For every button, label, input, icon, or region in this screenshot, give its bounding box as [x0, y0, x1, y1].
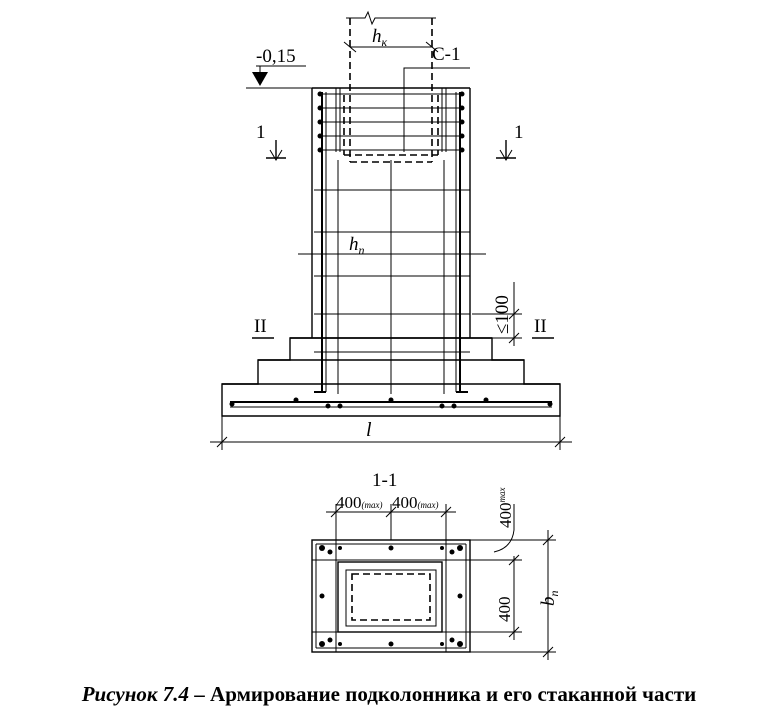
caption-label: Рисунок 7.4 — [81, 682, 190, 706]
dim-right-side: 400max 400 bп — [470, 488, 561, 660]
pedestal — [311, 87, 471, 338]
bp-label: bп — [538, 591, 561, 607]
section-2-marks: II II — [252, 316, 554, 339]
dim-le100: ≤100 — [472, 282, 522, 346]
dim-400-max: 400max — [496, 488, 515, 529]
dim-400-a: 400(max) — [336, 493, 383, 512]
vertical-rebars — [314, 92, 468, 394]
c1-callout: С-1 — [403, 44, 470, 152]
c1-label: С-1 — [432, 44, 461, 65]
figure-caption: Рисунок 7.4 – Армирование подколонника и… — [0, 680, 778, 708]
section-1-left-label: 1 — [256, 122, 266, 143]
cup-outline — [337, 561, 443, 633]
column-outline — [343, 10, 439, 163]
level-mark: -0,15 — [246, 46, 314, 89]
section-1-marks: 1 1 — [256, 122, 524, 161]
level-label: -0,15 — [256, 46, 296, 67]
caption-text: Армирование подколонника и его стаканной… — [210, 682, 697, 706]
front-view: hк С-1 -0,15 1 1 — [210, 10, 572, 450]
dim-hk: hк — [343, 26, 439, 53]
horizontal-ties — [298, 189, 486, 353]
section-2-left-label: II — [254, 316, 267, 337]
dim-400-side: 400 — [495, 597, 514, 623]
slab-mesh — [229, 397, 553, 409]
section-1-right-label: 1 — [514, 122, 524, 143]
caption-dash: – — [189, 682, 211, 706]
hk-label: hк — [372, 26, 388, 49]
l-label: l — [366, 419, 372, 441]
column-plan-dashed — [351, 573, 431, 621]
section-title: 1-1 — [372, 470, 397, 491]
plan-bars — [319, 545, 463, 647]
dim-400-b: 400(max) — [392, 493, 439, 512]
le100-label: ≤100 — [492, 295, 513, 334]
section-1-1-plan: 1-1 — [311, 470, 561, 660]
dim-top-400: 400(max) 400(max) — [326, 493, 456, 540]
dim-l: l — [210, 416, 572, 450]
hp-label: hп — [349, 234, 365, 257]
reinforcement-drawing: hк С-1 -0,15 1 1 — [210, 10, 572, 660]
section-2-right-label: II — [534, 316, 547, 337]
cup-mesh — [317, 88, 465, 153]
